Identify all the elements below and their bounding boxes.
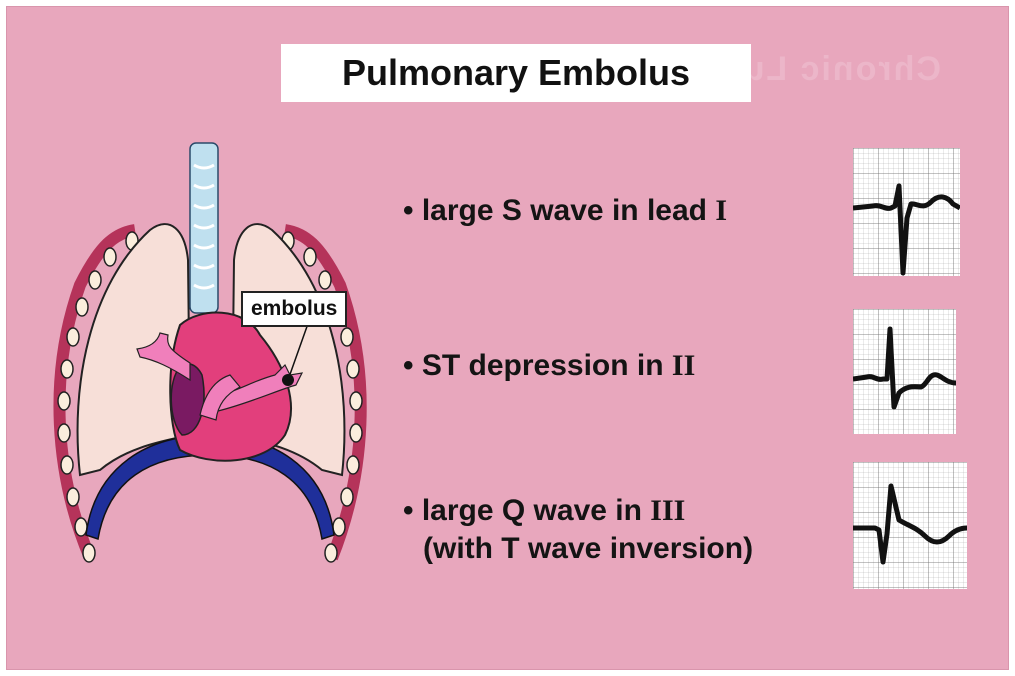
lead-ii-numeral: II: [672, 349, 695, 382]
bullet-lead-ii: • ST depression in II: [403, 348, 695, 384]
lead-i-numeral: I: [715, 194, 727, 227]
embolus-callout: embolus: [241, 291, 347, 327]
slide-title: Pulmonary Embolus: [281, 44, 751, 102]
ecg-lead-i-strip: [853, 148, 960, 276]
slide-title-text: Pulmonary Embolus: [342, 52, 690, 94]
bullet-lead-iii-text: • large Q wave in: [403, 494, 650, 527]
bullet-lead-i: • large S wave in lead I: [403, 193, 727, 229]
chest-diagram: [40, 135, 380, 575]
ecg-lead-iii-strip: [853, 462, 967, 589]
ecg-lead-ii-strip: [853, 309, 956, 434]
bullet-lead-iii-continuation: (with T wave inversion): [423, 531, 753, 567]
bullet-lead-i-text: • large S wave in lead: [403, 194, 715, 227]
lead-iii-numeral: III: [650, 494, 685, 527]
bullet-lead-iii: • large Q wave in III: [403, 493, 685, 529]
embolus-callout-label: embolus: [251, 297, 337, 320]
bullet-lead-ii-text: • ST depression in: [403, 349, 672, 382]
